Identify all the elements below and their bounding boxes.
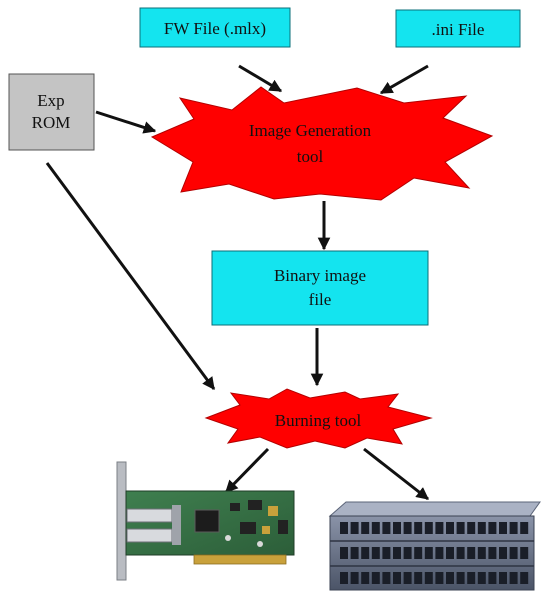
switch-port: [371, 547, 380, 559]
ini-file-node: .ini File: [395, 9, 521, 48]
switch-picture: [328, 501, 541, 591]
switch-port: [350, 522, 359, 534]
switch-port: [424, 547, 433, 559]
switch-port: [361, 572, 370, 584]
switch-port: [467, 547, 476, 559]
switch-port: [382, 547, 391, 559]
switch-port: [361, 547, 370, 559]
switch-port: [393, 522, 401, 534]
switch-port: [403, 522, 412, 534]
switch-port: [446, 547, 454, 559]
switch-port: [393, 572, 401, 584]
switch-port: [382, 522, 391, 534]
switch-port: [499, 522, 507, 534]
exp-rom-label-line2: ROM: [32, 113, 71, 132]
arrow-exprom-to-burning: [45, 162, 216, 391]
fw-file-label: FW File (.mlx): [164, 19, 266, 38]
switch-port: [456, 547, 465, 559]
arrow-burning-to-nic: [224, 447, 270, 494]
binary-image-label-line2: file: [309, 290, 332, 309]
switch-port: [509, 522, 518, 534]
switch-port: [520, 547, 529, 559]
switch-port: [488, 572, 497, 584]
switch-port: [414, 547, 423, 559]
switch-port: [477, 572, 486, 584]
nic-card-picture: [116, 461, 295, 581]
switch-port: [403, 547, 412, 559]
switch-port: [477, 547, 486, 559]
switch-port: [467, 572, 476, 584]
burning-tool-node: Burning tool: [204, 388, 433, 449]
switch-port: [477, 522, 486, 534]
image-generation-node: Image Generation tool: [150, 86, 494, 201]
switch-port: [340, 522, 348, 534]
ini-file-label: .ini File: [432, 20, 485, 39]
switch-port: [414, 522, 423, 534]
switch-port: [509, 572, 518, 584]
switch-port: [424, 522, 433, 534]
exp-rom-label-line1: Exp: [37, 91, 64, 110]
switch-port: [456, 572, 465, 584]
switch-port: [393, 547, 401, 559]
arrow-ini-to-imagegen: [379, 64, 429, 95]
arrow-fw-to-imagegen: [238, 64, 283, 93]
switch-port: [488, 547, 497, 559]
switch-port: [467, 522, 476, 534]
switch-port: [520, 572, 529, 584]
switch-port: [446, 522, 454, 534]
switch-port: [361, 522, 370, 534]
arrow-burning-to-switch: [363, 447, 429, 501]
exp-rom-node: Exp ROM: [8, 73, 95, 151]
switch-port: [509, 547, 518, 559]
switch-port: [424, 572, 433, 584]
switch-port: [499, 572, 507, 584]
switch-port: [446, 572, 454, 584]
switch-port: [499, 547, 507, 559]
switch-port: [456, 522, 465, 534]
switch-port: [350, 547, 359, 559]
switch-port: [340, 547, 348, 559]
switch-port: [350, 572, 359, 584]
switch-port: [520, 522, 529, 534]
switch-port: [382, 572, 391, 584]
switch-port: [435, 547, 444, 559]
switch-port: [371, 522, 380, 534]
switch-port: [435, 572, 444, 584]
image-generation-label-line1: Image Generation: [249, 121, 372, 140]
switch-port: [488, 522, 497, 534]
fw-file-node: FW File (.mlx): [139, 7, 291, 48]
binary-image-node: Binary image file: [211, 250, 429, 326]
arrow-exprom-to-imagegen: [95, 110, 157, 134]
burning-tool-label: Burning tool: [275, 411, 362, 430]
switch-port: [414, 572, 423, 584]
switch-port: [371, 572, 380, 584]
switch-port: [435, 522, 444, 534]
switch-port: [403, 572, 412, 584]
binary-image-label-line1: Binary image: [274, 266, 366, 285]
switch-port: [340, 572, 348, 584]
image-generation-label-line2: tool: [297, 147, 324, 166]
